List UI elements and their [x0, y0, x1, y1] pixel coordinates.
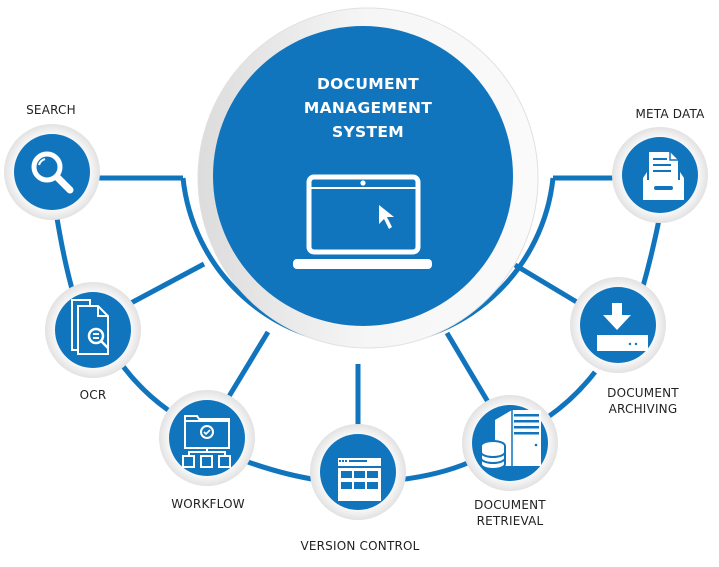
- title-line: DOCUMENT: [317, 75, 419, 93]
- connectors: [53, 175, 663, 483]
- label-workflow: WORKFLOW: [160, 496, 256, 512]
- label-meta-data: META DATA: [625, 106, 715, 122]
- label-line: DOCUMENT: [607, 386, 679, 400]
- workflow-hierarchy-icon: [182, 415, 231, 468]
- outer-chain-left: [53, 211, 77, 297]
- node-document-archiving[interactable]: [570, 277, 666, 373]
- title-line: SYSTEM: [332, 123, 404, 141]
- document-scan-icon: [71, 299, 109, 355]
- outer-chain-ocr-workflow: [117, 360, 170, 413]
- label-line: META DATA: [635, 107, 705, 121]
- label-search: SEARCH: [18, 102, 84, 118]
- label-line: OCR: [79, 388, 107, 402]
- label-line: WORKFLOW: [171, 497, 245, 511]
- diagram-title: DOCUMENT MANAGEMENT SYSTEM: [268, 72, 468, 144]
- outer-chain-right: [639, 214, 663, 291]
- label-document-archiving: DOCUMENT ARCHIVING: [588, 385, 698, 417]
- spoke-ocr: [129, 261, 206, 306]
- label-ocr: OCR: [70, 387, 116, 403]
- spoke-archiving: [513, 262, 582, 307]
- laptop-with-cursor-icon: [293, 174, 432, 269]
- magnifier-icon: [31, 151, 74, 194]
- title-line: MANAGEMENT: [303, 99, 433, 117]
- spoke-retrieval: [444, 331, 491, 404]
- node-meta-data[interactable]: [612, 127, 708, 223]
- server-database-icon: [480, 410, 541, 470]
- file-tray-icon: [643, 152, 684, 200]
- node-document-retrieval[interactable]: [462, 395, 558, 491]
- label-document-retrieval: DOCUMENT RETRIEVAL: [460, 497, 560, 529]
- label-line: ARCHIVING: [608, 402, 678, 416]
- outer-chain-workflow-version: [247, 459, 319, 483]
- label-line: DOCUMENT: [474, 498, 546, 512]
- outer-chain-version-retrieval: [397, 459, 471, 483]
- label-line: SEARCH: [26, 103, 76, 117]
- main-hub: [197, 7, 539, 349]
- node-workflow[interactable]: [159, 390, 255, 486]
- node-search[interactable]: [4, 124, 100, 220]
- label-line: VERSION CONTROL: [300, 539, 420, 553]
- node-ocr[interactable]: [45, 282, 141, 378]
- download-drive-icon: [597, 303, 648, 351]
- node-version-control[interactable]: [310, 424, 406, 520]
- grid-window-icon: [338, 458, 381, 501]
- label-version-control: VERSION CONTROL: [280, 538, 440, 554]
- label-line: RETRIEVAL: [476, 514, 544, 528]
- spoke-workflow: [225, 330, 271, 400]
- outer-chain-retrieval-archiving: [546, 370, 597, 420]
